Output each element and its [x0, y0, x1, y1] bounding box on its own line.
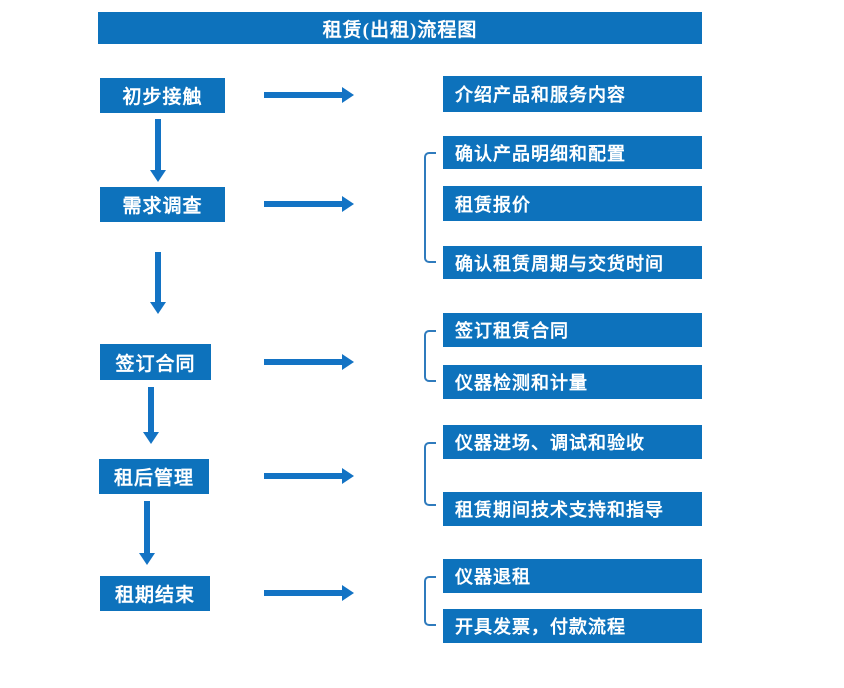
- right-arrow-connector-5: [264, 585, 354, 601]
- bracket-connector-3: [424, 330, 436, 382]
- detail-box-5-1: 仪器退租: [443, 559, 702, 593]
- right-arrow-connector-2: [264, 196, 354, 212]
- arrow-stem: [264, 92, 342, 98]
- down-arrow-connector-4: [139, 501, 155, 565]
- step-box-5: 租期结束: [100, 576, 210, 611]
- detail-box-5-2: 开具发票，付款流程: [443, 609, 702, 643]
- step-box-4: 租后管理: [99, 459, 209, 494]
- diagram-title: 租赁(出租)流程图: [98, 12, 702, 44]
- arrow-stem: [264, 201, 342, 207]
- arrow-stem: [148, 387, 154, 432]
- bracket-connector-2: [424, 152, 436, 263]
- detail-box-2-3: 确认租赁周期与交货时间: [443, 246, 702, 279]
- down-arrow-connector-1: [150, 119, 166, 182]
- arrow-stem: [264, 473, 342, 479]
- detail-box-3-2: 仪器检测和计量: [443, 365, 702, 399]
- detail-box-4-2: 租赁期间技术支持和指导: [443, 492, 702, 526]
- down-arrow-connector-3: [143, 387, 159, 444]
- arrow-stem: [264, 359, 342, 365]
- arrow-head-icon: [143, 432, 159, 444]
- arrow-head-icon: [150, 170, 166, 182]
- arrow-head-icon: [139, 553, 155, 565]
- down-arrow-connector-2: [150, 252, 166, 314]
- detail-box-3-1: 签订租赁合同: [443, 313, 702, 347]
- bracket-connector-4: [424, 442, 436, 506]
- arrow-stem: [155, 252, 161, 302]
- step-box-2: 需求调查: [100, 187, 225, 222]
- arrow-head-icon: [150, 302, 166, 314]
- right-arrow-connector-1: [264, 87, 354, 103]
- arrow-head-icon: [342, 87, 354, 103]
- arrow-stem: [144, 501, 150, 553]
- bracket-connector-5: [424, 576, 436, 626]
- detail-box-1-1: 介绍产品和服务内容: [443, 76, 702, 112]
- arrow-head-icon: [342, 585, 354, 601]
- detail-box-2-2: 租赁报价: [443, 186, 702, 221]
- detail-box-4-1: 仪器进场、调试和验收: [443, 425, 702, 459]
- right-arrow-connector-3: [264, 354, 354, 370]
- step-box-1: 初步接触: [100, 78, 225, 113]
- arrow-head-icon: [342, 468, 354, 484]
- detail-box-2-1: 确认产品明细和配置: [443, 136, 702, 169]
- arrow-stem: [155, 119, 161, 170]
- arrow-head-icon: [342, 354, 354, 370]
- step-box-3: 签订合同: [100, 344, 211, 380]
- arrow-stem: [264, 590, 342, 596]
- arrow-head-icon: [342, 196, 354, 212]
- right-arrow-connector-4: [264, 468, 354, 484]
